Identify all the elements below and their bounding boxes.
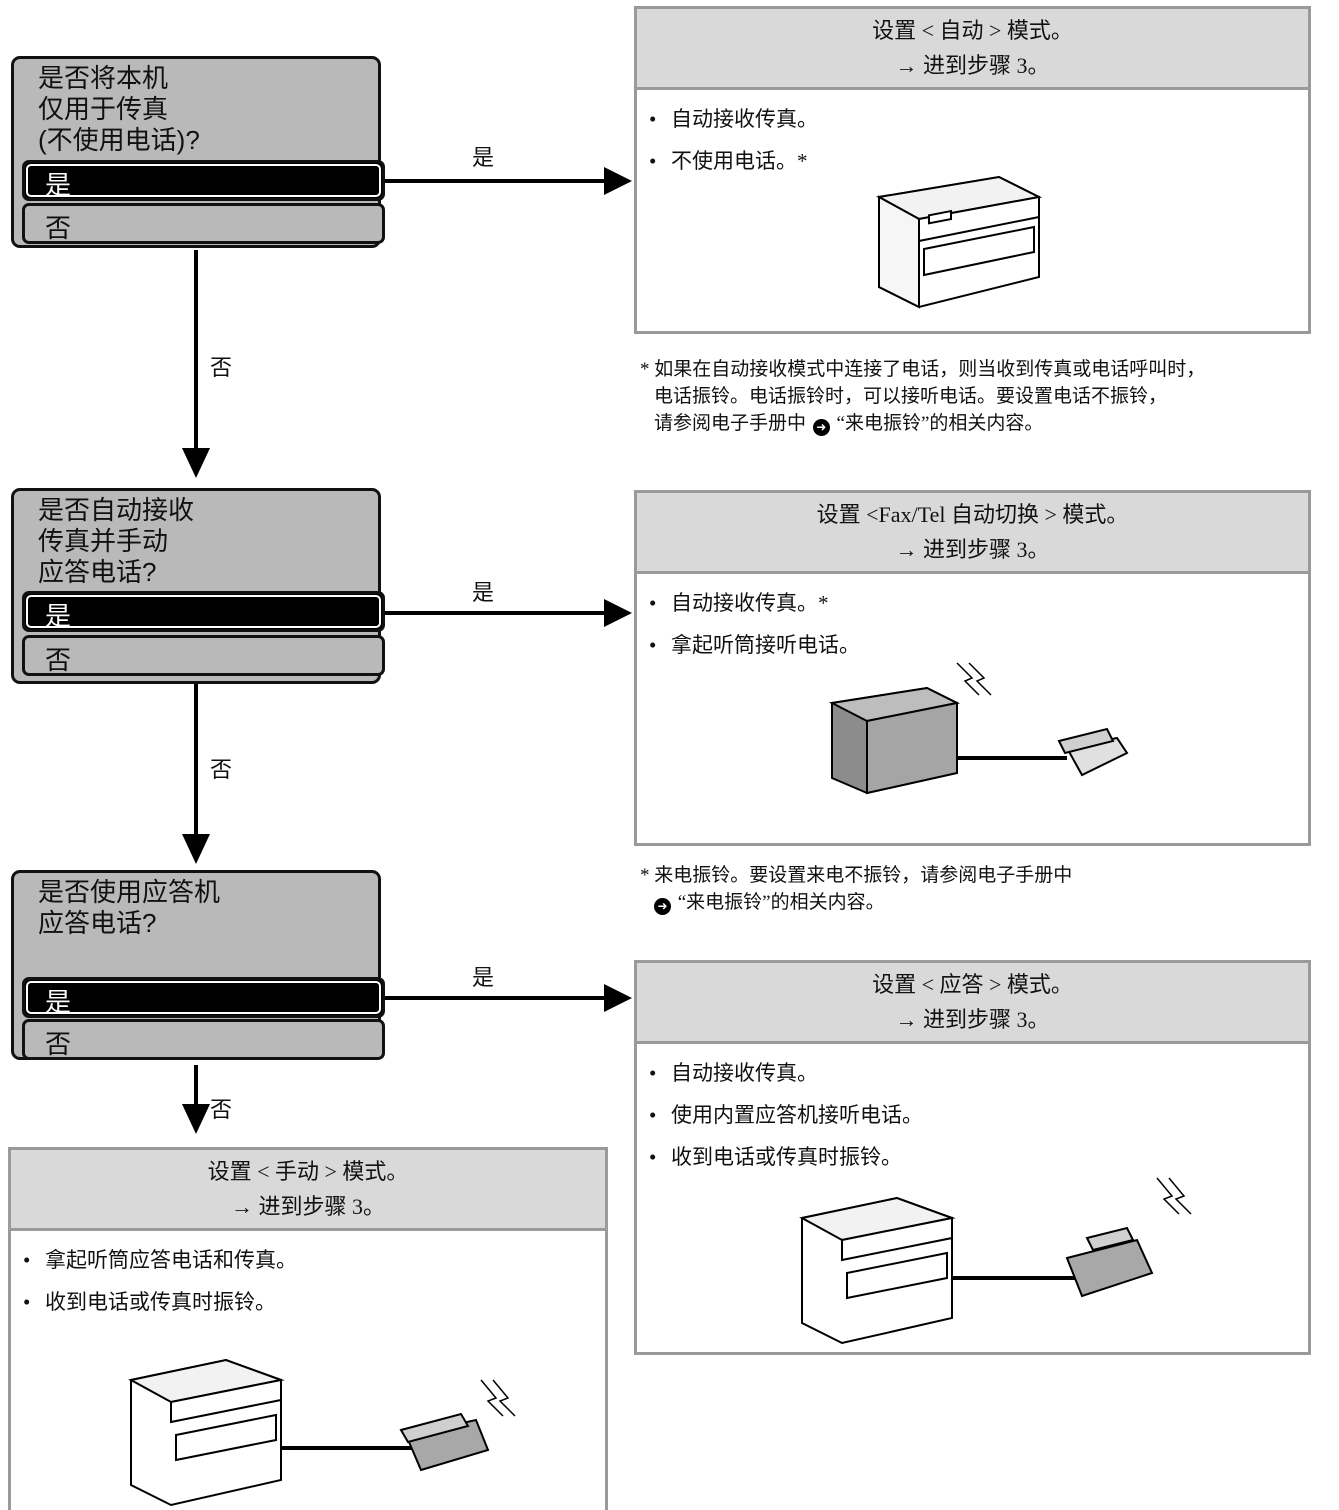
- result-title: 设置 < 自动 > 模式。: [872, 18, 1073, 43]
- result-header: 设置 < 自动 > 模式。 → 进到步骤 3。: [637, 9, 1308, 90]
- option-label: 否: [45, 645, 72, 675]
- question-panel-1: 是否将本机 仅用于传真 (不使用电话)? 是 否: [11, 56, 385, 248]
- option-no[interactable]: 否: [22, 203, 385, 244]
- result-manual-mode: 设置 < 手动 > 模式。 → 进到步骤 3。 拿起听筒应答电话和传真。 收到电…: [8, 1147, 608, 1510]
- result-auto-mode: 设置 < 自动 > 模式。 → 进到步骤 3。 自动接收传真。 不使用电话。*: [634, 6, 1311, 334]
- footnote-text: 请参阅电子手册中: [654, 413, 807, 434]
- result-header: 设置 <Fax/Tel 自动切换 > 模式。 → 进到步骤 3。: [637, 493, 1308, 574]
- yes-arrow-3: [381, 984, 632, 1012]
- bullet-item: 拿起听筒接听电话。: [649, 624, 1308, 666]
- footnote-line: * 来电振铃。要设置来电不振铃，请参阅电子手册中: [640, 865, 1073, 886]
- footnote-faxtel: * 来电振铃。要设置来电不振铃，请参阅电子手册中 ➜ “来电振铃”的相关内容。: [640, 862, 1072, 916]
- fax-with-phone-image: [128, 1358, 516, 1507]
- result-title: 设置 <Fax/Tel 自动切换 > 模式。: [816, 502, 1129, 527]
- option-label: 是: [45, 170, 72, 200]
- result-faxtel-mode: 设置 <Fax/Tel 自动切换 > 模式。 → 进到步骤 3。 自动接收传真。…: [634, 490, 1311, 846]
- question-panel-2: 是否自动接收 传真并手动 应答电话? 是 否: [11, 488, 385, 684]
- option-yes[interactable]: 是: [22, 977, 385, 1018]
- no-arrow-2: [182, 683, 210, 864]
- result-step: → 进到步骤 3。: [230, 1194, 385, 1219]
- question-panel-3: 是否使用应答机 应答电话? 是 否: [11, 870, 385, 1060]
- bullet-item: 收到电话或传真时振铃。: [649, 1136, 1308, 1178]
- question-text: 是否自动接收 传真并手动 应答电话?: [38, 495, 195, 587]
- option-label: 否: [45, 213, 72, 243]
- reference-arrow-icon: ➜: [812, 419, 830, 436]
- option-label: 是: [45, 601, 72, 631]
- result-bullets: 自动接收传真。* 拿起听筒接听电话。: [637, 574, 1308, 666]
- no-label-2: 否: [210, 758, 233, 783]
- option-no[interactable]: 否: [22, 635, 385, 676]
- yes-label-2: 是: [472, 581, 495, 606]
- reference-arrow-icon: ➜: [654, 898, 671, 915]
- option-label: 否: [45, 1029, 72, 1059]
- question-text: 是否使用应答机 应答电话?: [38, 877, 221, 938]
- option-label: 是: [45, 987, 72, 1017]
- footnote-line: ➜ “来电振铃”的相关内容。: [640, 889, 1072, 916]
- result-answer-mode: 设置 < 应答 > 模式。 → 进到步骤 3。 自动接收传真。 使用内置应答机接…: [634, 960, 1311, 1355]
- bullet-item: 收到电话或传真时振铃。: [23, 1281, 605, 1323]
- result-header: 设置 < 手动 > 模式。 → 进到步骤 3。: [11, 1150, 605, 1231]
- bullet-item: 自动接收传真。: [649, 98, 1308, 140]
- yes-arrow-2: [381, 599, 632, 627]
- bullet-item: 使用内置应答机接听电话。: [649, 1094, 1308, 1136]
- result-header: 设置 < 应答 > 模式。 → 进到步骤 3。: [637, 963, 1308, 1044]
- result-bullets: 自动接收传真。 使用内置应答机接听电话。 收到电话或传真时振铃。: [637, 1044, 1308, 1178]
- option-yes[interactable]: 是: [22, 591, 385, 632]
- result-title: 设置 < 应答 > 模式。: [872, 972, 1073, 997]
- no-arrow-1: [182, 250, 210, 478]
- result-title: 设置 < 手动 > 模式。: [207, 1159, 409, 1184]
- no-label-3: 否: [210, 1098, 233, 1123]
- result-bullets: 拿起听筒应答电话和传真。 收到电话或传真时振铃。: [11, 1231, 605, 1323]
- result-step: → 进到步骤 3。: [895, 1007, 1050, 1032]
- footnote-line: 请参阅电子手册中 ➜ “来电振铃”的相关内容。: [640, 410, 1205, 437]
- fax-with-answering-machine-image: [799, 1177, 1192, 1345]
- footnote-line: 电话振铃。电话振铃时，可以接听电话。要设置电话不振铃，: [654, 386, 1168, 407]
- bullet-item: 自动接收传真。*: [649, 582, 1308, 624]
- footnote-auto: * 如果在自动接收模式中连接了电话，则当收到传真或电话呼叫时， 电话振铃。电话振…: [640, 356, 1205, 437]
- fax-machine-image: [875, 175, 1043, 309]
- result-bullets: 自动接收传真。 不使用电话。*: [637, 90, 1308, 182]
- yes-label-3: 是: [472, 966, 495, 991]
- option-no[interactable]: 否: [22, 1019, 385, 1060]
- footnote-line: * 如果在自动接收模式中连接了电话，则当收到传真或电话呼叫时，: [640, 359, 1206, 380]
- yes-label-1: 是: [472, 146, 495, 171]
- fax-with-phone-image: [828, 662, 1129, 795]
- yes-arrow-1: [381, 167, 632, 195]
- result-step: → 进到步骤 3。: [895, 53, 1050, 78]
- no-label-1: 否: [210, 356, 233, 381]
- option-yes[interactable]: 是: [22, 160, 385, 201]
- bullet-item: 不使用电话。*: [649, 140, 1308, 182]
- result-step: → 进到步骤 3。: [895, 537, 1050, 562]
- no-arrow-3: [182, 1065, 210, 1134]
- footnote-text: “来电振铃”的相关内容。: [836, 413, 1044, 434]
- bullet-item: 自动接收传真。: [649, 1052, 1308, 1094]
- bullet-item: 拿起听筒应答电话和传真。: [23, 1239, 605, 1281]
- question-text: 是否将本机 仅用于传真 (不使用电话)?: [38, 63, 200, 155]
- footnote-text: “来电振铃”的相关内容。: [677, 892, 885, 913]
